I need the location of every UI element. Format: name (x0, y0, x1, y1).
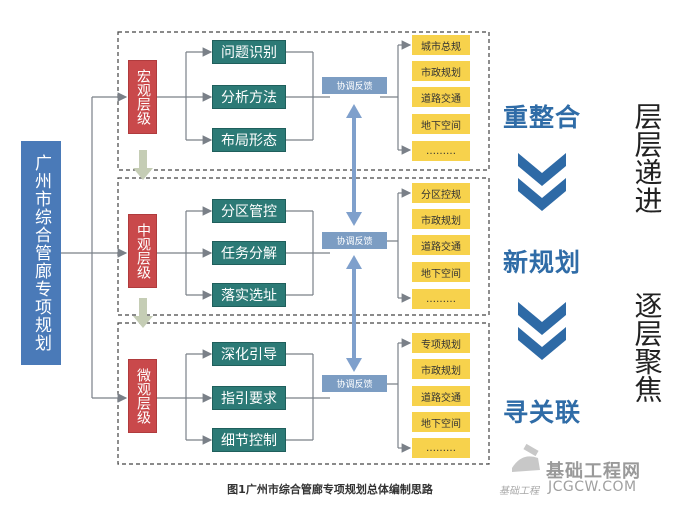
stage-label-plan: 新规划 (503, 248, 582, 277)
output-box: 分区控规 (412, 183, 470, 203)
output-box: 地下空间 (412, 114, 470, 134)
mid-box: 指引要求 (212, 386, 286, 410)
mid-box: 细节控制 (212, 428, 286, 452)
mid-box: 布局形态 (212, 128, 286, 152)
stage-label-integrate: 重整合 (503, 103, 582, 132)
mid-box: 任务分解 (212, 241, 286, 265)
output-box: 市政规划 (412, 209, 470, 229)
output-box: 市政规划 (412, 61, 470, 81)
output-box: ……… (412, 438, 470, 458)
output-box: 市政规划 (412, 359, 470, 379)
output-box: 地下空间 (412, 262, 470, 282)
watermark-title: 基础工程网 (546, 461, 641, 482)
mid-box: 问题识别 (212, 40, 286, 64)
output-box: ……… (412, 289, 470, 309)
level-box-macro: 宏观层级 (128, 60, 157, 134)
stage-label-relate: 寻关联 (503, 398, 582, 427)
output-box: 道路交通 (412, 235, 470, 255)
output-box: 道路交通 (412, 87, 470, 107)
mid-box: 落实选址 (212, 283, 286, 307)
feedback-box: 协调反馈 (322, 232, 387, 249)
feedback-box: 协调反馈 (322, 77, 387, 94)
output-box: 城市总规 (412, 35, 470, 55)
output-box: 道路交通 (412, 386, 470, 406)
level-box-meso: 中观层级 (128, 214, 157, 288)
side-label-focus: 逐层聚焦 (630, 291, 664, 403)
output-box: 地下空间 (412, 412, 470, 432)
mid-box: 分析方法 (212, 85, 286, 109)
watermark-url: JCGCW.COM (548, 479, 637, 495)
mid-box: 深化引导 (212, 342, 286, 366)
feedback-box: 协调反馈 (322, 375, 387, 392)
mid-box: 分区管控 (212, 199, 286, 223)
side-label-progressive: 层层递进 (630, 102, 664, 214)
output-box: 专项规划 (412, 333, 470, 353)
output-box: ……… (412, 141, 470, 161)
level-box-micro: 微观层级 (128, 359, 157, 433)
watermark-logo-text: 基础工程 (499, 486, 539, 497)
figure-caption: 图1广州市综合管廊专项规划总体编制思路 (227, 483, 433, 496)
left-title-bar: 广州市综合管廊专项规划 (21, 141, 61, 365)
